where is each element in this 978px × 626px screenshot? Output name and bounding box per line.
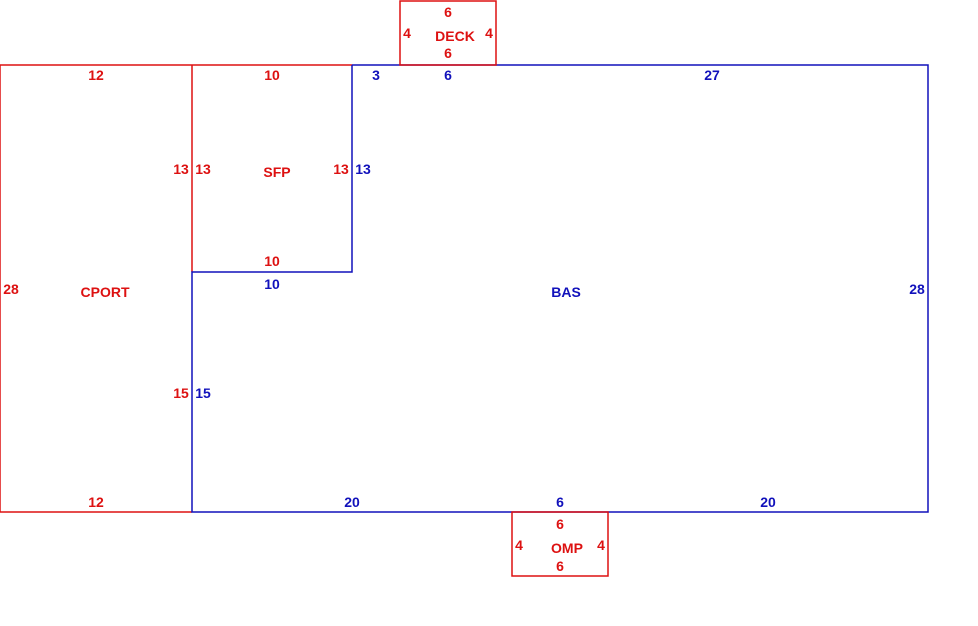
- omp-left-dim: 4: [515, 537, 523, 553]
- sfp-top-dim: 10: [264, 67, 280, 83]
- bas-area: [191, 64, 929, 513]
- sfp-label: SFP: [263, 164, 290, 180]
- deck-right-dim: 4: [485, 25, 493, 41]
- cport-area: [0, 64, 192, 513]
- bas-inner-top-dim: 10: [264, 276, 280, 292]
- cport-label: CPORT: [81, 284, 130, 300]
- omp-outline: [511, 511, 609, 577]
- cport-bottom-dim: 12: [88, 494, 104, 510]
- bas-left-upper-dim: 13: [355, 161, 371, 177]
- bas-bottom-c-dim: 20: [760, 494, 776, 510]
- cport-top-dim: 12: [88, 67, 104, 83]
- sfp-right-dim: 13: [333, 161, 349, 177]
- bas-bottom-b-dim: 6: [556, 494, 564, 510]
- bas-bottom-a-dim: 20: [344, 494, 360, 510]
- cport-right-upper-dim: 13: [173, 161, 189, 177]
- sfp-left-dim: 13: [195, 161, 211, 177]
- omp-right-dim: 4: [597, 537, 605, 553]
- sfp-area: [191, 64, 352, 272]
- cport-outline: [0, 64, 192, 513]
- bas-label: BAS: [551, 284, 581, 300]
- bas-outline: [191, 64, 929, 513]
- cport-left-dim: 28: [3, 281, 19, 297]
- sfp-bottom-dim: 10: [264, 253, 280, 269]
- bas-left-lower-dim: 15: [195, 385, 211, 401]
- bas-right-dim: 28: [909, 281, 925, 297]
- deck-outline: [399, 0, 497, 66]
- omp-label: OMP: [551, 540, 583, 556]
- deck-label: DECK: [435, 28, 475, 44]
- deck-bottom-dim: 6: [444, 45, 452, 61]
- deck-left-dim: 4: [403, 25, 411, 41]
- omp-top-dim: 6: [556, 516, 564, 532]
- bas-top-c-dim: 27: [704, 67, 720, 83]
- bas-top-a-dim: 3: [372, 67, 380, 83]
- omp-bottom-dim: 6: [556, 558, 564, 574]
- bas-top-b-dim: 6: [444, 67, 452, 83]
- deck-top-dim: 6: [444, 4, 452, 20]
- cport-right-lower-dim: 15: [173, 385, 189, 401]
